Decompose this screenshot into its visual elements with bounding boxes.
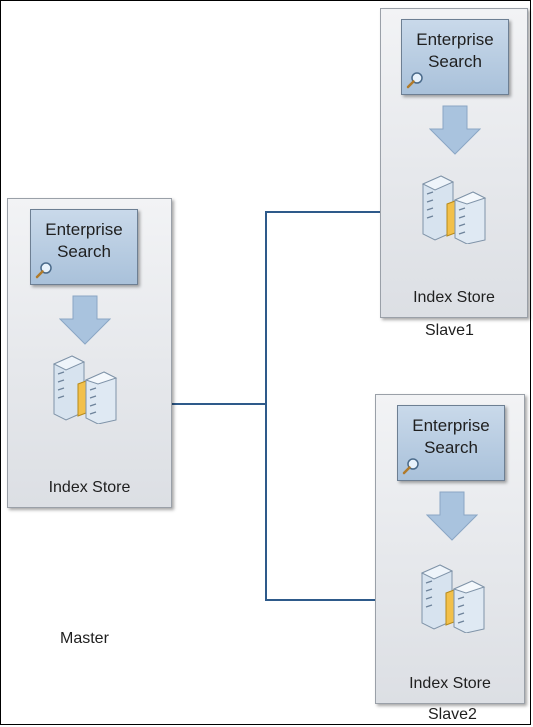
slave1-enterprise-search-label: Enterprise Search	[416, 30, 494, 71]
magnifier-icon	[406, 72, 423, 89]
down-arrow-icon	[426, 491, 478, 541]
master-name-label: Master	[60, 630, 109, 647]
connector-branch-to-slave2	[265, 404, 416, 607]
magnifier-icon	[35, 262, 52, 279]
down-arrow-icon	[59, 295, 111, 345]
slave2-panel: Enterprise Search Index Store	[375, 394, 525, 704]
slave1-name-label: Slave1	[425, 322, 474, 339]
magnifier-icon	[402, 458, 419, 475]
master-panel: Enterprise Search Index Store	[7, 198, 172, 508]
down-arrow-icon	[429, 105, 481, 155]
slave2-index-store-label: Index Store	[409, 675, 491, 692]
master-enterprise-search-box: Enterprise Search	[30, 209, 138, 285]
connector-branch-to-slave1	[265, 205, 418, 404]
master-index-store-label: Index Store	[48, 479, 131, 496]
slave1-panel: Enterprise Search Index Store	[380, 8, 528, 318]
master-enterprise-search-label: Enterprise Search	[45, 220, 123, 261]
slave2-name-label: Slave2	[428, 706, 477, 723]
slave2-enterprise-search-label: Enterprise Search	[412, 416, 490, 457]
slave1-index-store-label: Index Store	[413, 289, 495, 306]
server-icon	[421, 175, 487, 244]
server-icon	[52, 355, 118, 424]
slave1-enterprise-search-box: Enterprise Search	[401, 19, 509, 95]
server-icon	[420, 564, 486, 633]
slave2-enterprise-search-box: Enterprise Search	[397, 405, 505, 481]
